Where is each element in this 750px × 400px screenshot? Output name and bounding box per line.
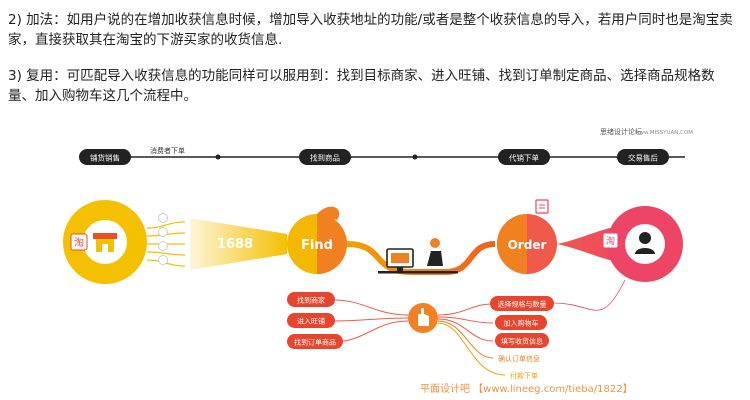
funnel-1688: 1688 — [190, 218, 287, 270]
stage-pill-4 — [617, 149, 669, 165]
clipboard-icon — [535, 199, 549, 214]
stage-pill-2 — [299, 149, 351, 165]
brand-url: www.MISSYUAN.COM — [635, 130, 693, 136]
taobao-icon: 淘 — [74, 236, 84, 249]
stage-label-4: 交易售后 — [628, 153, 658, 163]
checkbox-icons — [158, 213, 168, 265]
shop-awning-icon — [93, 233, 117, 239]
left-action-pill — [287, 334, 343, 349]
hand-node — [408, 303, 438, 333]
stage-label-2: 找到商品 — [310, 153, 340, 163]
right-action-label: 加入购物车 — [504, 319, 539, 328]
right-action-pill — [495, 315, 547, 330]
computer-user-icon — [378, 238, 458, 274]
stage-pill-1 — [79, 149, 131, 165]
left-action-pill — [287, 313, 335, 328]
funnel-label: 1688 — [217, 237, 253, 252]
left-action-label: 找到商家 — [297, 296, 325, 305]
left-action-pill — [287, 292, 335, 307]
left-actions: 找到商家 进入旺铺 找到订单商品 — [287, 292, 409, 349]
right-action-pill — [490, 296, 554, 311]
stage-label-3: 代销下单 — [509, 153, 539, 163]
flow-tube — [346, 241, 496, 275]
user-node: 淘 — [602, 206, 683, 282]
timeline: 消费者下单 铺货销售 找到商品 代销下单 交易售后 — [79, 146, 685, 165]
watermark: 平面设计吧 【www.lineeg.com/tieba/1822】 — [420, 382, 633, 395]
user-taobao-icon: 淘 — [606, 235, 615, 247]
brand-label: 思绪设计论坛 — [600, 127, 642, 136]
paragraph-addition: 2) 加法：如用户说的在增加收获信息时候，增加导入收获地址的功能/或者是整个收获… — [8, 12, 733, 48]
right-action-label: 付款下单 — [510, 371, 538, 380]
stage-pill-3 — [498, 149, 550, 165]
right-action-pill — [495, 333, 549, 348]
right-action-label: 选择规格与数量 — [498, 300, 547, 309]
pointer-hand-icon — [418, 308, 429, 326]
shop-node: 淘 — [63, 200, 147, 284]
left-action-label: 找到订单商品 — [294, 338, 336, 347]
brand-mark: 思绪设计论坛 www.MISSYUAN.COM — [600, 127, 693, 136]
flow-diagram-image: 思绪设计论坛 www.MISSYUAN.COM 消费者下单 铺货销售 找到商品 … — [55, 120, 700, 400]
right-action-label: 填写收货信息 — [501, 337, 543, 346]
right-actions: 选择规格与数量 加入购物车 填写收货信息 确认订单信息 付款下单 — [437, 279, 626, 380]
timeline-note: 消费者下单 — [150, 146, 185, 155]
paragraph-reuse: 3) 复用：可匹配导入收获信息的功能同样可以服用到：找到目标商家、进入旺铺、找到… — [8, 68, 715, 104]
order-node: Order — [497, 199, 557, 274]
stage-label-1: 铺货销售 — [90, 153, 120, 163]
order-label: Order — [508, 238, 547, 252]
user-icon — [639, 232, 651, 244]
find-label: Find — [301, 238, 333, 253]
left-action-label: 进入旺铺 — [297, 317, 325, 326]
find-node: Find — [287, 206, 347, 274]
right-action-label: 确认订单信息 — [498, 354, 540, 363]
